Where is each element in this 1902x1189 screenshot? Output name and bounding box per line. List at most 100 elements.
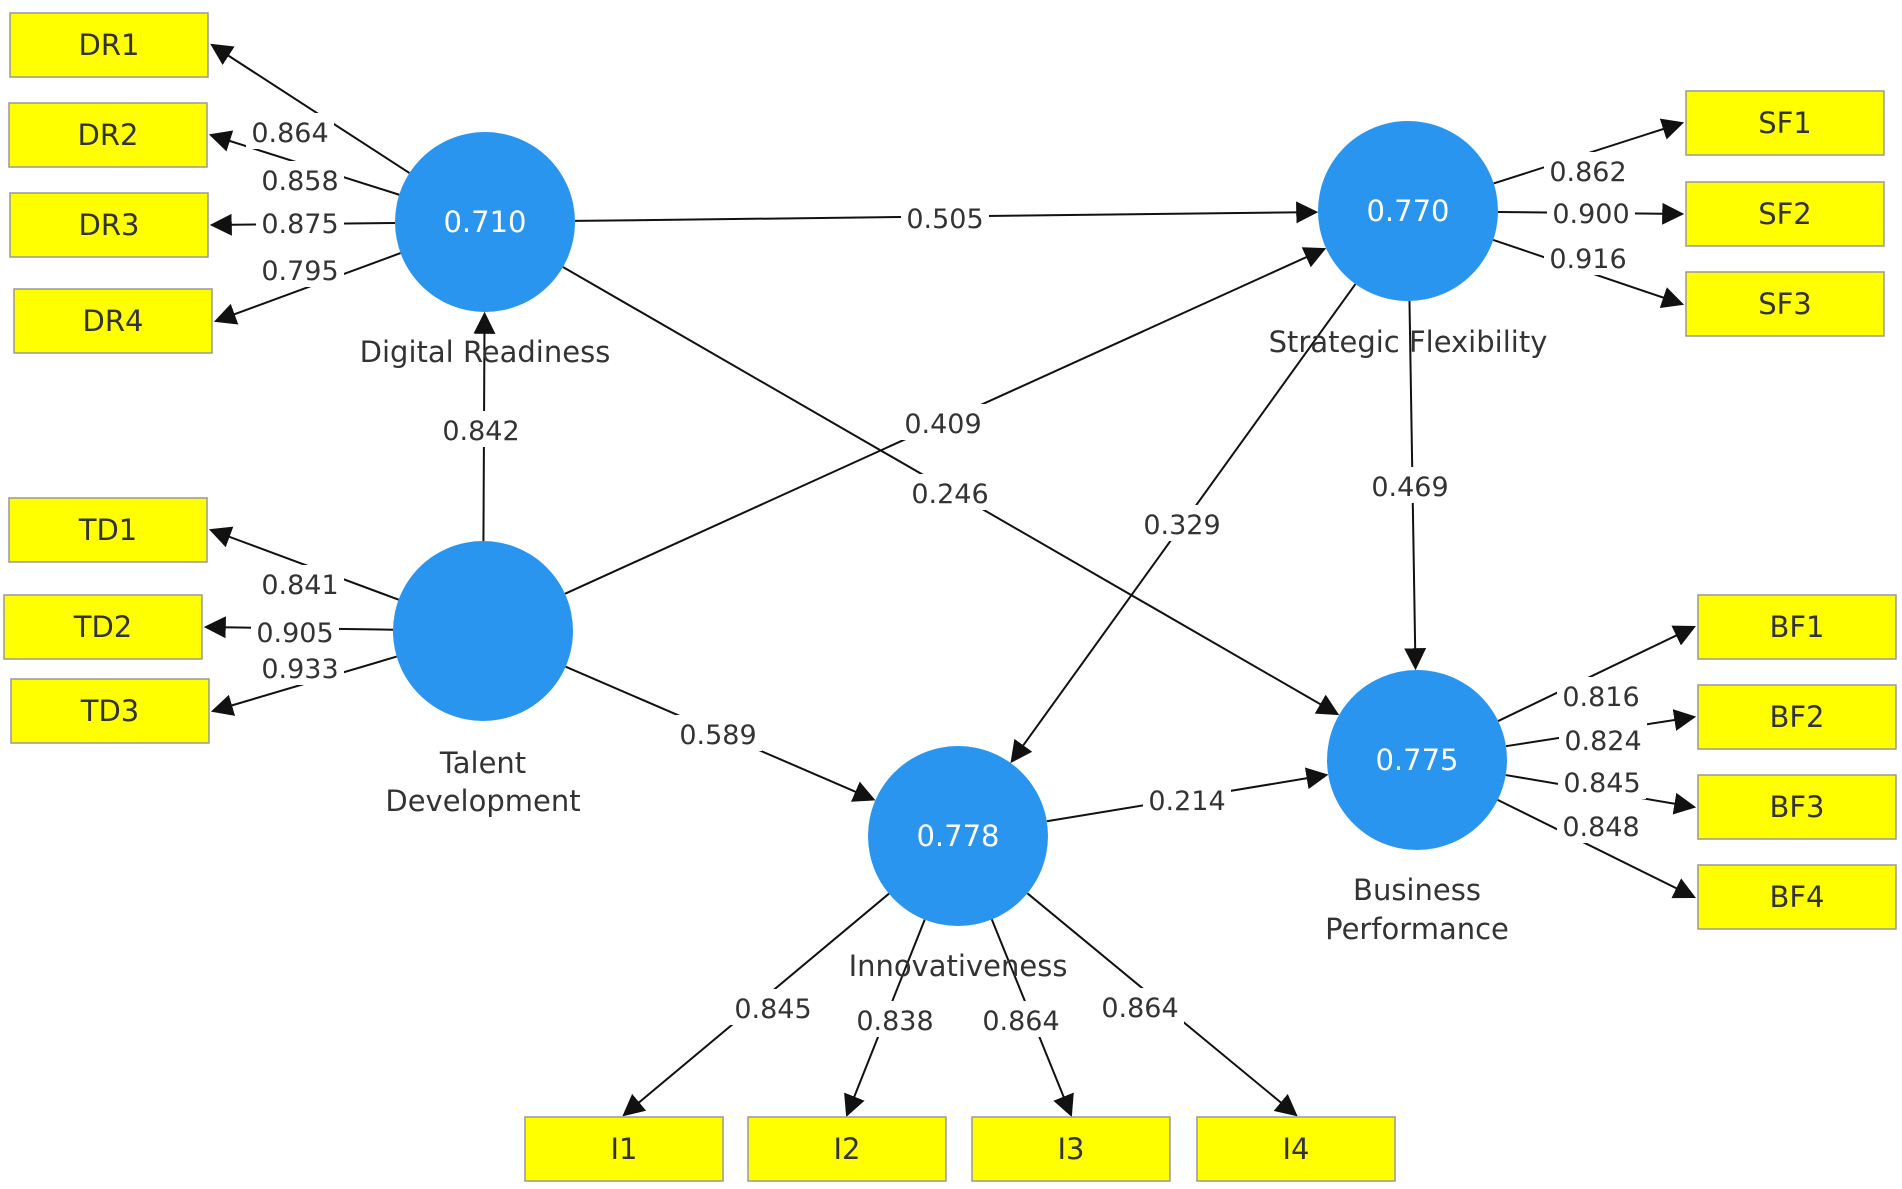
indicator-box[interactable]	[747, 1116, 947, 1182]
indicator-i1[interactable]: I1	[524, 1116, 724, 1182]
indicator-dr4[interactable]: DR4	[13, 288, 213, 354]
indicator-box[interactable]	[524, 1116, 724, 1182]
r-squared-value: 0.770	[1366, 194, 1449, 228]
loading-i1: 0.845	[729, 989, 817, 1025]
construct-circle[interactable]	[1318, 121, 1498, 301]
indicator-box[interactable]	[1685, 181, 1885, 247]
indicator-bf2[interactable]: BF2	[1697, 684, 1897, 750]
path-coef-td-dr-text: 0.842	[442, 416, 519, 447]
indicator-box[interactable]	[1697, 864, 1897, 930]
construct-circle[interactable]	[393, 541, 573, 721]
loading-td2-bg	[251, 613, 339, 649]
path-coef-in-bp-text: 0.214	[1148, 786, 1225, 817]
loading-arrow-dr1	[210, 43, 411, 174]
indicator-label: SF3	[1758, 287, 1812, 321]
indicator-box[interactable]	[1685, 90, 1885, 156]
loading-i3-bg	[977, 1001, 1065, 1037]
indicator-dr1[interactable]: DR1	[9, 12, 209, 78]
indicator-label: SF1	[1758, 106, 1812, 140]
loading-bf2: 0.824	[1559, 721, 1647, 757]
indicator-box[interactable]	[8, 102, 208, 168]
loading-bf3: 0.845	[1558, 763, 1646, 799]
loading-i2-bg	[851, 1001, 939, 1037]
indicator-label: DR3	[79, 208, 140, 242]
indicator-sf3[interactable]: SF3	[1685, 271, 1885, 337]
indicator-box[interactable]	[9, 192, 209, 258]
indicator-box[interactable]	[9, 12, 209, 78]
loading-sf3-text: 0.916	[1549, 244, 1626, 275]
indicator-td1[interactable]: TD1	[8, 497, 208, 563]
loading-bf4-bg	[1557, 807, 1645, 843]
path-coef-sf-bp-text: 0.469	[1371, 472, 1448, 503]
indicator-i3[interactable]: I3	[971, 1116, 1171, 1182]
indicator-td2[interactable]: TD2	[3, 594, 203, 660]
indicator-box[interactable]	[1196, 1116, 1396, 1182]
path-coef-dr-bp-bg	[906, 474, 994, 510]
loading-bf1-text: 0.816	[1562, 682, 1639, 713]
loading-i2: 0.838	[851, 1001, 939, 1037]
indicator-sf2[interactable]: SF2	[1685, 181, 1885, 247]
construct-name: Business	[1353, 873, 1481, 907]
loading-dr1: 0.864	[246, 113, 334, 149]
indicator-i2[interactable]: I2	[747, 1116, 947, 1182]
loading-bf4-text: 0.848	[1562, 812, 1639, 843]
loading-bf2-bg	[1559, 721, 1647, 757]
loading-sf2-text: 0.900	[1552, 199, 1629, 230]
indicator-box[interactable]	[971, 1116, 1171, 1182]
loading-i3-text: 0.864	[982, 1006, 1059, 1037]
loading-td2: 0.905	[251, 613, 339, 649]
indicator-label: BF3	[1769, 790, 1824, 824]
indicator-box[interactable]	[13, 288, 213, 354]
indicator-dr2[interactable]: DR2	[8, 102, 208, 168]
path-coef-dr-sf-text: 0.505	[906, 204, 983, 235]
loading-td3: 0.933	[256, 649, 344, 685]
indicator-label: SF2	[1758, 197, 1812, 231]
loading-bf1-bg	[1557, 677, 1645, 713]
loading-dr1-bg	[246, 113, 334, 149]
indicator-box[interactable]	[8, 497, 208, 563]
indicator-dr3[interactable]: DR3	[9, 192, 209, 258]
indicator-bf1[interactable]: BF1	[1697, 594, 1897, 660]
indicator-label: DR1	[79, 28, 140, 62]
indicator-label: TD1	[78, 513, 138, 547]
loading-dr4-bg	[256, 251, 344, 287]
path-coef-td-in: 0.589	[674, 715, 762, 751]
indicator-i4[interactable]: I4	[1196, 1116, 1396, 1182]
construct-name: Innovativeness	[849, 949, 1068, 983]
indicator-td3[interactable]: TD3	[10, 678, 210, 744]
path-coef-td-dr-bg	[437, 411, 525, 447]
indicator-box[interactable]	[10, 678, 210, 744]
loading-sf1-bg	[1544, 152, 1632, 188]
indicator-box[interactable]	[1697, 684, 1897, 750]
construct-circle[interactable]	[395, 132, 575, 312]
loading-td1-text: 0.841	[261, 570, 338, 601]
indicator-label: I4	[1282, 1132, 1309, 1166]
indicator-bf4[interactable]: BF4	[1697, 864, 1897, 930]
indicator-box[interactable]	[1685, 271, 1885, 337]
indicator-label: DR4	[83, 304, 144, 338]
construct-circle[interactable]	[1327, 670, 1507, 850]
loading-td3-bg	[256, 649, 344, 685]
indicator-label: TD2	[73, 610, 133, 644]
indicator-box[interactable]	[1697, 594, 1897, 660]
loading-sf2: 0.900	[1547, 194, 1635, 230]
r-squared-value: 0.775	[1375, 743, 1458, 777]
indicator-bf3[interactable]: BF3	[1697, 774, 1897, 840]
indicator-box[interactable]	[1697, 774, 1897, 840]
loading-sf1-text: 0.862	[1549, 157, 1626, 188]
indicator-box[interactable]	[3, 594, 203, 660]
loading-td3-text: 0.933	[261, 654, 338, 685]
loading-dr4-text: 0.795	[261, 256, 338, 287]
construct-circle[interactable]	[868, 746, 1048, 926]
indicator-sf1[interactable]: SF1	[1685, 90, 1885, 156]
loading-dr3-bg	[256, 204, 344, 240]
indicator-label: I3	[1057, 1132, 1084, 1166]
